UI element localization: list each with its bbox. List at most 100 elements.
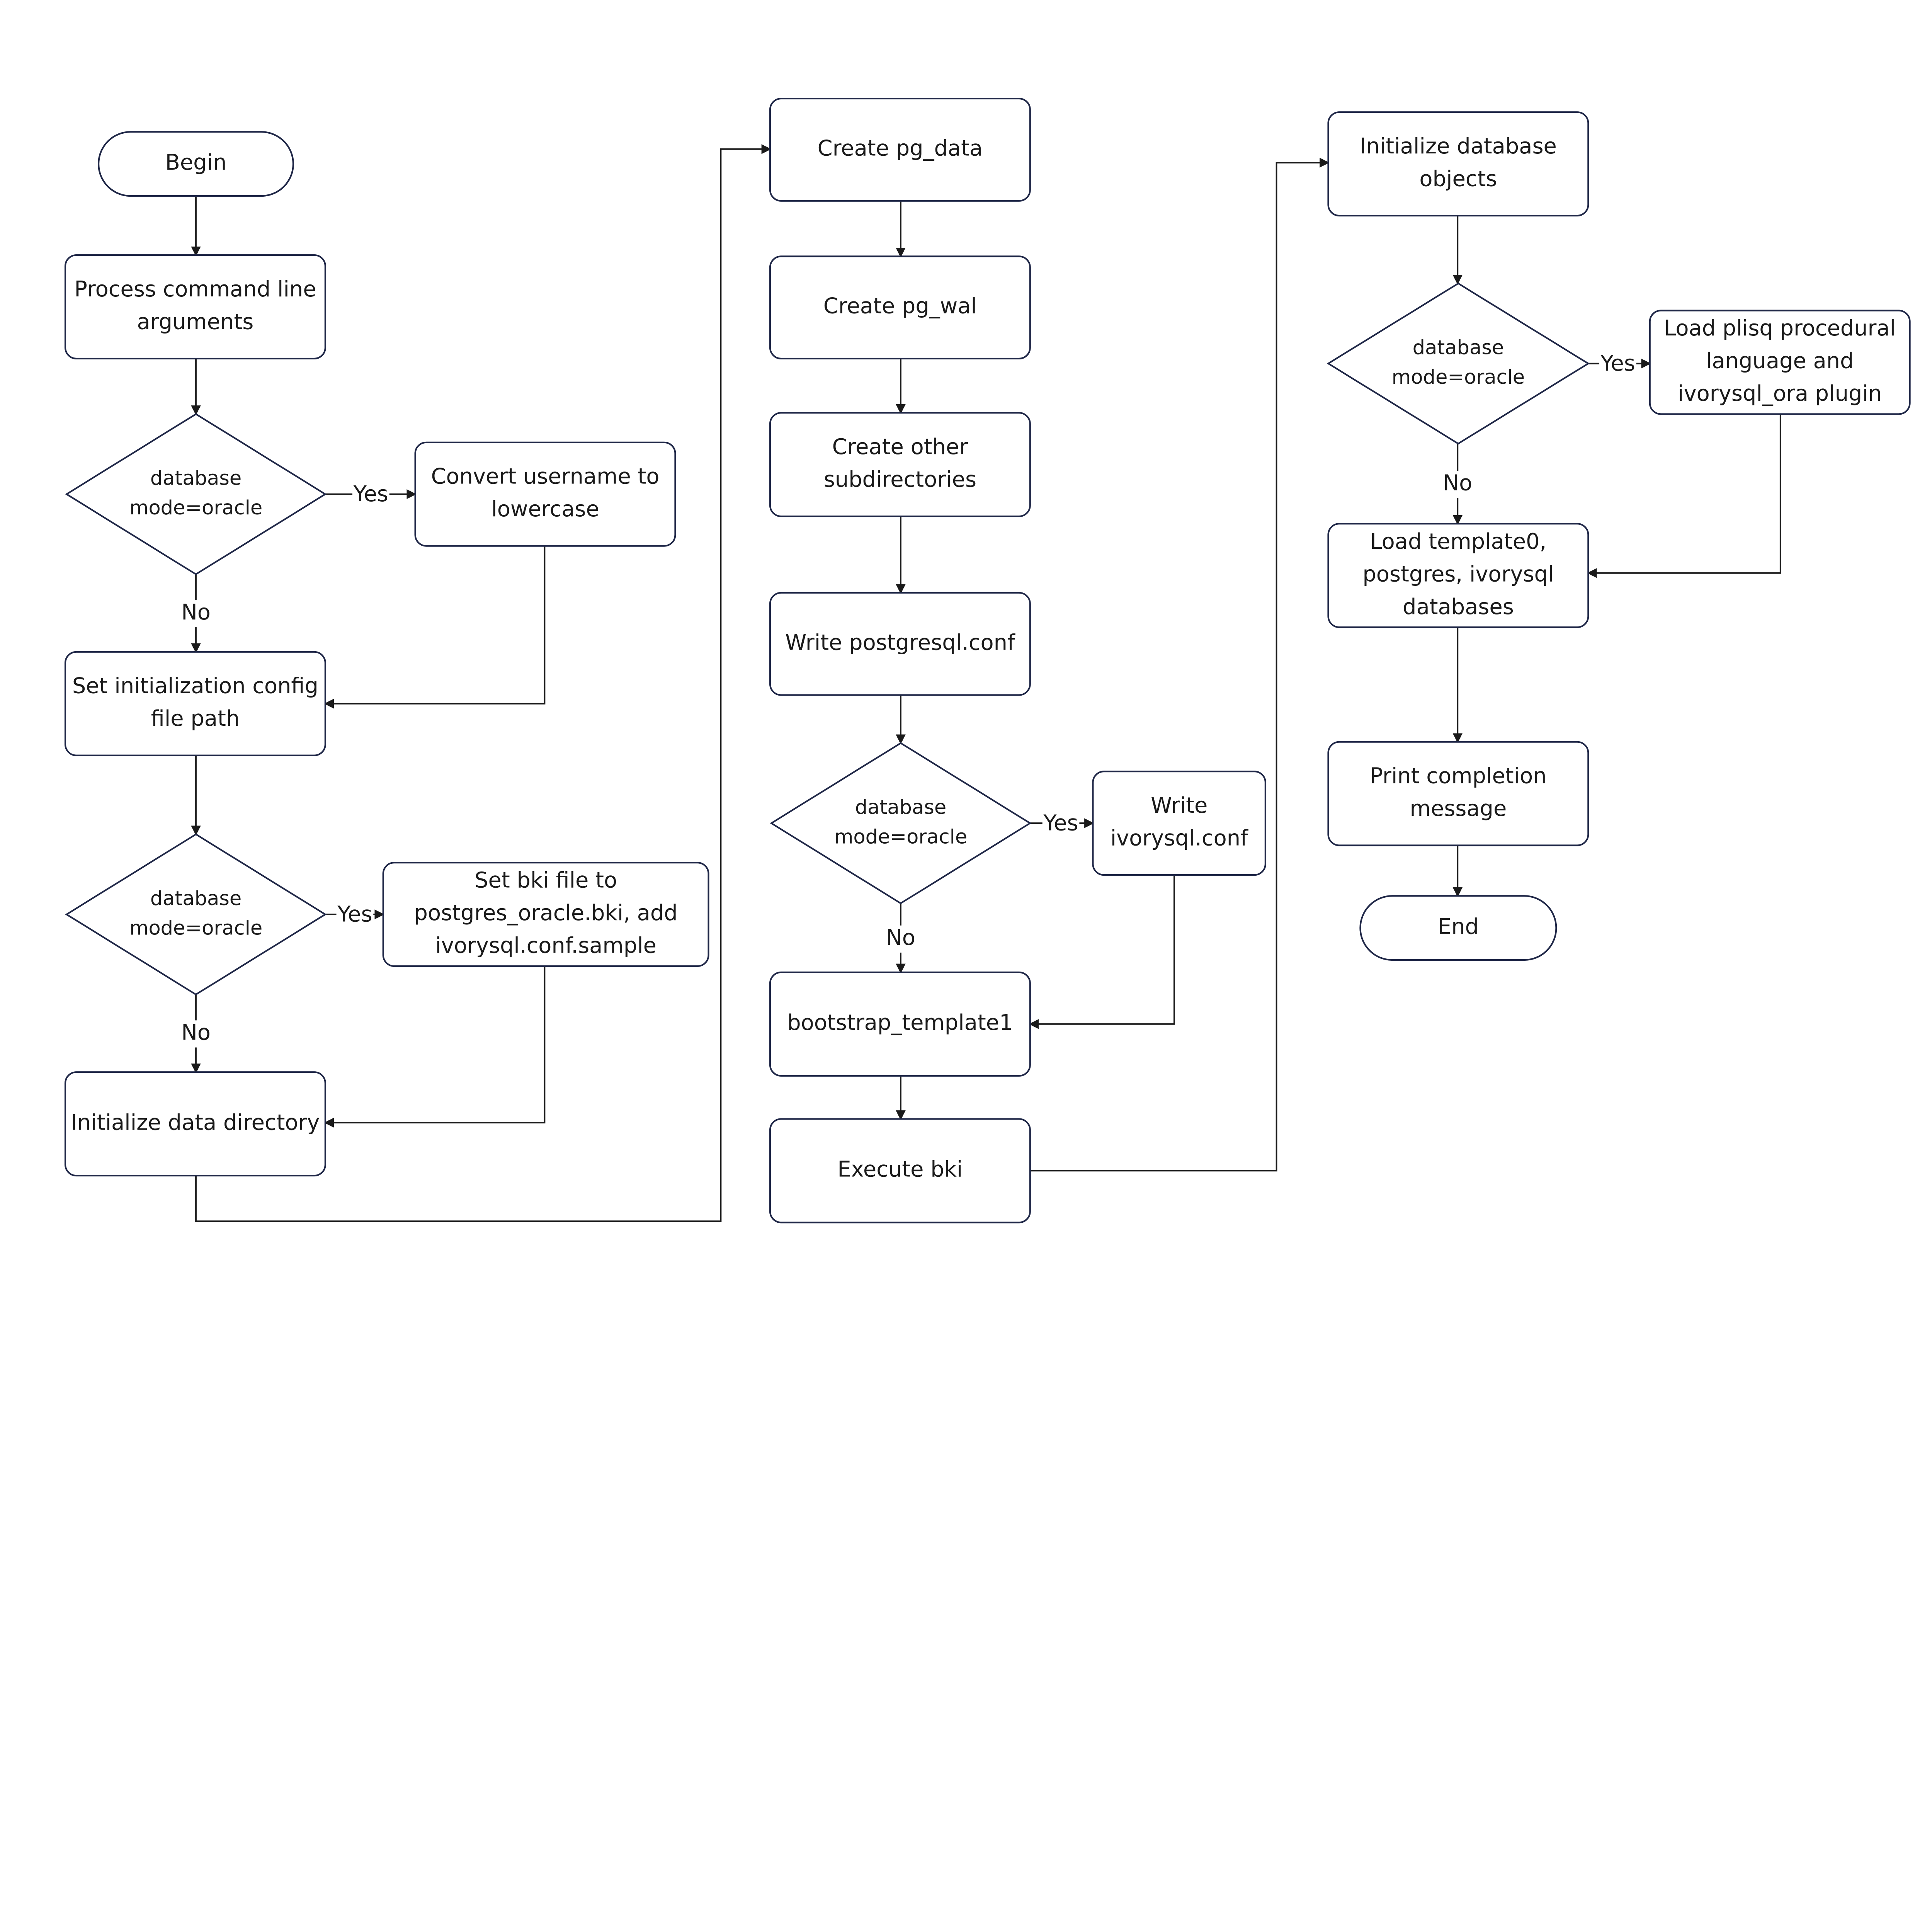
process-box — [1327, 111, 1589, 217]
yes-label: Yes — [353, 482, 388, 507]
process-box — [1327, 741, 1589, 846]
label-background — [1441, 471, 1474, 498]
label-background — [352, 482, 389, 509]
process-box — [769, 1118, 1031, 1224]
decision-diamond — [65, 833, 327, 996]
node-label: postgres, ivorysql — [1362, 562, 1554, 587]
connector-arrow — [324, 966, 546, 1128]
node-label: subdirectories — [824, 467, 976, 492]
node-label: ivorysql.conf — [1111, 825, 1249, 851]
process-box — [64, 1071, 326, 1177]
process-box — [382, 862, 709, 967]
node-decision-2: database mode=oracle — [65, 833, 327, 996]
label-background — [180, 600, 212, 628]
label-background — [1042, 811, 1080, 838]
node-label: Begin — [165, 150, 227, 175]
decision-diamond — [65, 413, 327, 575]
process-box — [64, 254, 326, 360]
node-create-other-subdirs: Create other subdirectories — [769, 412, 1031, 517]
process-box — [769, 412, 1031, 517]
node-label: Create pg_wal — [823, 294, 977, 319]
no-label: No — [181, 600, 211, 625]
node-bootstrap-template1: bootstrap_template1 — [769, 971, 1031, 1077]
node-label: Convert username to — [431, 464, 659, 489]
node-label: objects — [1419, 166, 1497, 191]
node-init-data-dir: Initialize data directory — [64, 1071, 326, 1177]
node-load-templates: Load template0, postgres, ivorysql databas… — [1327, 523, 1589, 628]
edges — [191, 144, 1781, 1222]
node-label: Create pg_data — [818, 136, 983, 161]
node-label: mode=oracle — [834, 825, 967, 848]
connector-arrow — [1587, 414, 1781, 578]
connector-arrow — [195, 144, 772, 1222]
node-convert-username: Convert username to lowercase — [414, 441, 676, 547]
node-set-bki: Set bki file to postgres_oracle.bki, add i… — [382, 862, 709, 967]
node-load-plisql: Load plisq procedural language and ivorysq… — [1649, 310, 1911, 415]
decision-diamond — [1327, 282, 1590, 445]
node-label: arguments — [137, 309, 253, 334]
node-decision-3: database mode=oracle — [770, 742, 1032, 904]
decision-diamond — [770, 742, 1032, 904]
node-print-completion: Print completion message — [1327, 741, 1589, 846]
node-create-pg-wal: Create pg_wal — [769, 255, 1031, 360]
process-box — [1649, 310, 1911, 415]
node-label: Load template0, — [1370, 529, 1547, 554]
node-label: Set initialization config — [72, 674, 318, 699]
label-background — [180, 1020, 212, 1048]
node-label: Write — [1151, 793, 1208, 818]
node-label: message — [1410, 796, 1507, 821]
node-begin: Begin — [98, 131, 294, 197]
no-label: No — [181, 1020, 211, 1045]
node-process-args: Process command line arguments — [64, 254, 326, 360]
node-label: database — [150, 887, 242, 910]
node-label: Execute bki — [837, 1157, 963, 1182]
process-box — [1092, 771, 1266, 876]
node-label: Print completion — [1370, 763, 1546, 788]
process-box — [769, 98, 1031, 202]
no-label: No — [886, 925, 915, 950]
node-label: Write postgresql.conf — [785, 630, 1015, 655]
node-label: End — [1438, 914, 1479, 939]
node-write-ivorysql-conf: Write ivorysql.conf — [1092, 771, 1266, 876]
node-label: ivorysql.conf.sample — [435, 933, 656, 958]
process-box — [769, 592, 1031, 696]
node-label: Initialize database — [1360, 134, 1557, 159]
node-label: ivorysql_ora plugin — [1678, 381, 1882, 406]
terminal-box — [1359, 895, 1557, 961]
node-label: bootstrap_template1 — [787, 1010, 1013, 1035]
node-label: database — [855, 796, 947, 819]
node-label: Process command line — [74, 277, 316, 302]
process-box — [414, 441, 676, 547]
node-label: language and — [1706, 349, 1854, 374]
node-label: postgres_oracle.bki, add — [414, 900, 678, 926]
node-label: Set bki file to — [474, 868, 617, 893]
node-label: databases — [1403, 594, 1514, 619]
node-label: Create other — [832, 434, 968, 460]
node-label: Initialize data directory — [71, 1110, 320, 1135]
label-background — [336, 902, 374, 929]
process-box — [64, 651, 326, 756]
no-label: No — [1443, 470, 1472, 495]
process-box — [769, 971, 1031, 1077]
label-background — [1599, 351, 1636, 378]
yes-label: Yes — [337, 902, 372, 927]
node-label: database — [150, 467, 242, 490]
label-background — [884, 925, 917, 953]
node-create-pg-data: Create pg_data — [769, 98, 1031, 202]
process-box — [769, 255, 1031, 360]
node-label: mode=oracle — [129, 917, 262, 939]
terminal-box — [98, 131, 294, 197]
yes-label: Yes — [1600, 351, 1635, 376]
node-end: End — [1359, 895, 1557, 961]
node-label: lowercase — [491, 497, 599, 522]
yes-label: Yes — [1043, 810, 1078, 836]
connector-arrow — [1030, 158, 1330, 1172]
node-write-postgresql-conf: Write postgresql.conf — [769, 592, 1031, 696]
node-label: Load plisq procedural — [1664, 316, 1896, 341]
